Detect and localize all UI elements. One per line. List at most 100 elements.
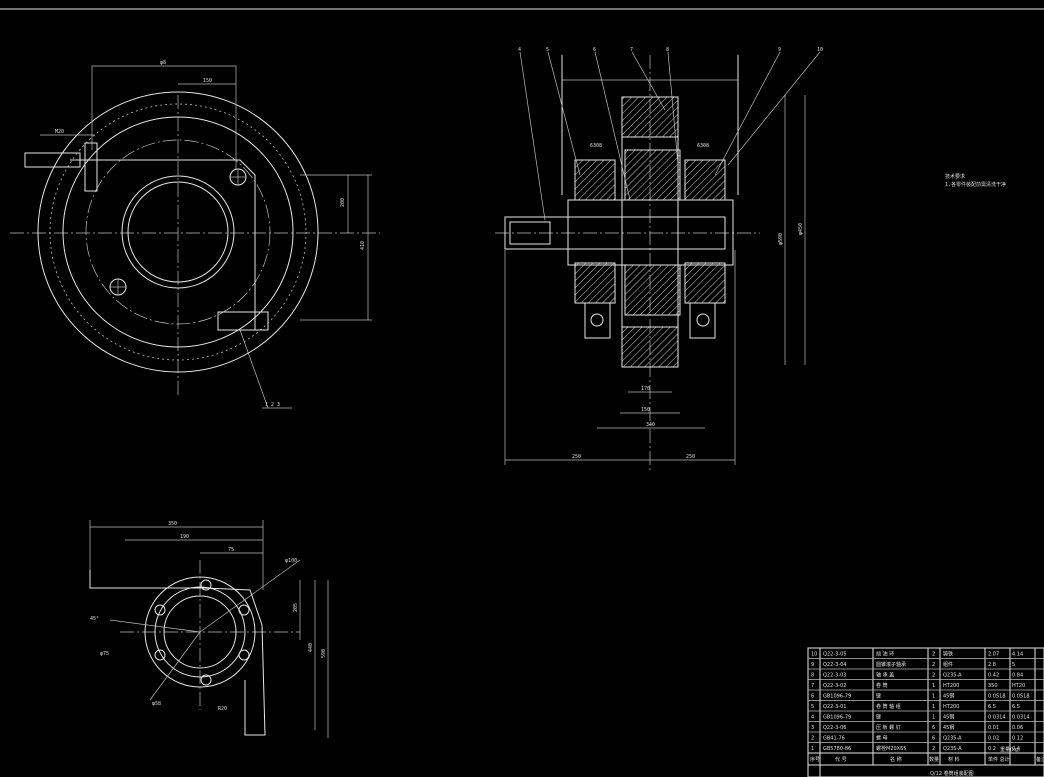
tb-cell-no: 9 <box>811 662 814 668</box>
bottom-dim-height-3: 590 <box>321 649 327 658</box>
tb-cell-material: Q235-A <box>943 746 962 752</box>
tb-cell-material: 45钢 <box>943 714 954 721</box>
tech-notes-title: 技术要求 <box>945 173 965 180</box>
tb-cell-code: GB41-76 <box>823 736 845 742</box>
callout-9: 9 <box>778 47 781 53</box>
bottom-dim-height-2: 440 <box>308 643 314 652</box>
tb-cell-material: 铸铁 <box>943 651 953 658</box>
tb-cell-qty: 6 <box>932 736 935 742</box>
tech-notes-line: 1.各零件装配前需清洗干净 <box>945 181 1006 188</box>
tb-cell-name: 挡 油 环 <box>876 651 894 658</box>
tb-cell-code: Q22-3-05 <box>823 652 846 658</box>
tb-sub-header: 重量(kg) <box>1000 746 1020 753</box>
tb-cell-name: 圆锥滚子轴承 <box>876 661 906 668</box>
tb-cell-no: 5 <box>811 704 814 710</box>
callout-7: 7 <box>630 47 633 53</box>
tb-cell-material: Q235-A <box>943 673 962 679</box>
tb-cell-w1: 0.2 <box>988 746 996 752</box>
tb-cell-qty: 2 <box>932 746 935 752</box>
bottom-dim-dia-1: φ100 <box>285 558 297 564</box>
callout-8: 8 <box>666 47 669 53</box>
tb-cell-name: 卷 筒 <box>876 682 888 689</box>
section-view: 250 250 340 150 170 φ590 φ450 6308 6308 … <box>495 47 823 470</box>
front-dim-half: 150 <box>203 78 212 84</box>
tb-cell-w2: 0.06 <box>1012 725 1023 731</box>
tb-cell-no: 7 <box>811 683 814 689</box>
tb-cell-name: 螺 母 <box>876 735 888 742</box>
tb-cell-w1: 0.02 <box>988 736 999 742</box>
tb-cell-material: HT200 <box>943 704 959 710</box>
tb-cell-qty: 2 <box>932 673 935 679</box>
tb-cell-material: Q235-A <box>943 736 962 742</box>
tb-cell-name: 键 <box>876 693 881 700</box>
bottom-dim-width-3: 75 <box>228 547 234 553</box>
section-dim-inner-1: 340 <box>646 422 655 428</box>
tb-header-material: 材 料 <box>948 756 960 763</box>
bottom-dim-width-2: 190 <box>180 534 189 540</box>
tb-cell-material: 45钢 <box>943 693 954 700</box>
tb-cell-w2: HT20 <box>1012 683 1025 689</box>
tb-header-note: 备注 <box>1036 756 1044 763</box>
front-dim-height-2: 410 <box>360 241 366 250</box>
tb-cell-code: Q22-3-04 <box>823 662 846 668</box>
tb-cell-material: 45钢 <box>943 724 954 731</box>
bottom-dim-height-1: 205 <box>293 603 299 612</box>
tb-cell-material: 组件 <box>943 661 953 668</box>
tb-cell-no: 3 <box>811 725 814 731</box>
tb-cell-code: Q22-3-01 <box>823 704 846 710</box>
tb-cell-no: 4 <box>811 715 814 721</box>
bottom-dim-dia-2: φ75 <box>100 651 109 657</box>
section-bearing-left: 6308 <box>590 143 602 149</box>
tb-header-qty: 数量 <box>929 756 939 763</box>
tb-cell-qty: 2 <box>932 652 935 658</box>
tb-cell-w1: 0.42 <box>988 673 999 679</box>
tb-cell-w2: 4.14 <box>1012 652 1023 658</box>
tb-cell-w2: 6.5 <box>1012 704 1020 710</box>
tb-cell-qty: 6 <box>932 725 935 731</box>
tb-cell-code: GB1096-79 <box>823 694 851 700</box>
section-dim-inner-2: 150 <box>641 407 650 413</box>
front-dim-height-1: 200 <box>340 198 346 207</box>
tb-cell-w2: 0.0314 <box>1012 715 1030 721</box>
section-dim-inner-3: 170 <box>641 386 650 392</box>
tb-cell-w1: 350 <box>988 683 998 689</box>
front-dim-overall: φ8 <box>160 60 166 66</box>
section-dim-bottom-left: 250 <box>572 454 581 460</box>
tb-cell-w1: 2.07 <box>988 652 999 658</box>
tb-cell-w2: 0.12 <box>1012 736 1023 742</box>
tb-cell-name: 轴 承 盖 <box>876 672 894 679</box>
tb-cell-qty: 2 <box>932 662 935 668</box>
callout-6: 6 <box>593 47 596 53</box>
tb-drawing-title: Q/12 卷筒组装配图 <box>930 770 974 777</box>
tech-notes: 技术要求 1.各零件装配前需清洗干净 <box>945 173 1006 188</box>
section-dim-height-total: φ590 <box>778 233 784 245</box>
tb-cell-no: 2 <box>811 736 814 742</box>
tb-cell-qty: 1 <box>932 694 935 700</box>
front-view: φ8 150 200 410 M20 1 2 3 <box>10 60 380 409</box>
tb-cell-no: 1 <box>811 746 814 752</box>
tb-cell-name: 螺栓M20X65 <box>876 745 906 752</box>
front-callout: 1 2 3 <box>265 402 280 408</box>
section-dim-height-inner: φ450 <box>798 223 804 235</box>
tb-cell-code: GB1096-79 <box>823 715 851 721</box>
tb-cell-name: 压 板 螺 钉 <box>876 724 901 731</box>
tb-cell-w1: 0.01 <box>988 725 999 731</box>
tb-cell-no: 8 <box>811 673 814 679</box>
section-dim-bottom-right: 250 <box>686 454 695 460</box>
tb-cell-w1: 6.5 <box>988 704 996 710</box>
tb-cell-qty: 1 <box>932 683 935 689</box>
tb-cell-w2: 5 <box>1012 662 1015 668</box>
bottom-dim-dia-3: φ58 <box>152 701 161 707</box>
bottom-dim-angle: 45° <box>90 616 99 622</box>
tb-cell-w2: 0.84 <box>1012 673 1023 679</box>
tb-cell-w2: 0.4 <box>1012 746 1020 752</box>
tb-cell-w1: 2.8 <box>988 662 996 668</box>
tb-header-no: 序号 <box>810 756 820 763</box>
bottom-dim-width-1: 350 <box>168 521 177 527</box>
tb-cell-name: 键 <box>876 714 881 721</box>
tb-cell-material: HT200 <box>943 683 959 689</box>
tb-cell-name: 卷 筒 轴 组 <box>876 703 901 710</box>
callout-10: 10 <box>817 47 823 53</box>
